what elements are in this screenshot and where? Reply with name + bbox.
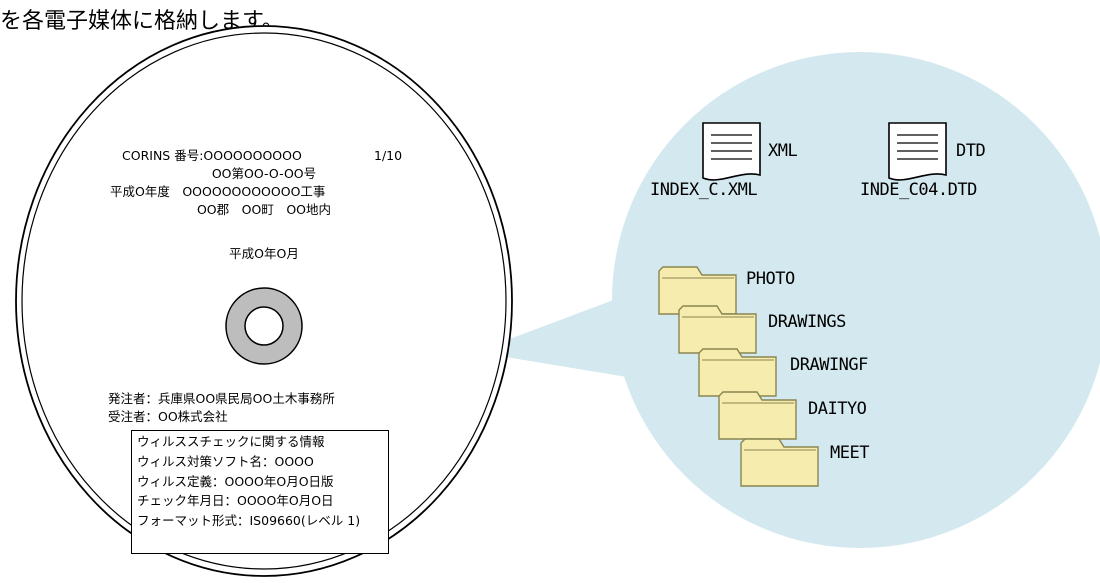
- project-name: 平成O年度 OOOOOOOOOOOO工事: [110, 184, 326, 199]
- cd-center-hole: [244, 306, 284, 346]
- folder-name: MEET: [830, 443, 869, 463]
- project-location: OO郡 OO町 OO地内: [196, 202, 332, 217]
- virus-check-info-box: ウィルススチェックに関する情報 ウィルス対策ソフト名：OOOO ウィルス定義：O…: [131, 430, 389, 554]
- orderer: 発注者：兵庫県OO県民局OO土木事務所: [108, 391, 335, 406]
- file-name: INDE_C04.DTD: [860, 180, 977, 200]
- corins-number: CORINS 番号:OOOOOOOOOO: [122, 148, 302, 163]
- folder-icon: [718, 391, 797, 440]
- speech-bubble: [475, 290, 645, 380]
- disc-format: フォーマット形式：IS09660(レベル 1): [137, 513, 361, 529]
- disc-number: 1/10: [374, 148, 403, 163]
- folder-icon: [658, 266, 737, 315]
- contractor: 受注者：OO株式会社: [108, 409, 228, 424]
- document-icon: [888, 122, 947, 181]
- file-type-label: XML: [768, 141, 798, 161]
- folder-name: DRAWINGS: [768, 312, 846, 332]
- folder-name: PHOTO: [746, 269, 795, 289]
- file-type-label: DTD: [956, 141, 986, 161]
- document-icon: [702, 122, 761, 181]
- cd-disc-inner-ring: [21, 32, 507, 570]
- check-date: チェック年月日：OOOO年O月O日: [137, 493, 334, 509]
- file-name: INDEX_C.XML: [650, 180, 758, 200]
- folder-icon: [698, 348, 777, 397]
- virus-definition: ウィルス定義：OOOO年O月O日版: [137, 473, 334, 489]
- folder-name: DAITYO: [808, 399, 867, 419]
- folder-icon: [678, 305, 757, 354]
- creation-date: 平成O年O月: [229, 246, 299, 261]
- folder-name: DRAWINGF: [790, 355, 868, 375]
- folder-icon: [740, 438, 819, 487]
- virus-software: ウィルス対策ソフト名：OOOO: [137, 453, 314, 469]
- virus-info-heading: ウィルススチェックに関する情報: [137, 434, 325, 449]
- document-number: OO第OO-O-OO号: [211, 166, 317, 181]
